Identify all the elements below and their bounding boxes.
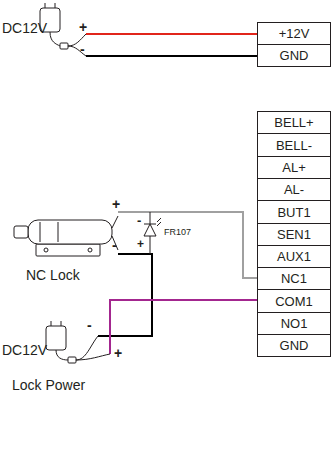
terminal-cell: GND — [257, 334, 331, 357]
wiring-label: - — [112, 238, 117, 252]
terminal-cell: BUT1 — [257, 200, 331, 224]
wiring-label: + — [79, 20, 87, 34]
terminal-name: AUX1 — [277, 250, 311, 263]
terminal-cell: AL- — [257, 178, 331, 201]
terminal-cell: NC1 — [257, 267, 331, 290]
wiring-label: + — [137, 238, 144, 250]
terminal-cell: BELL+ — [257, 111, 331, 134]
wiring-label: Lock Power — [12, 378, 85, 392]
terminal-cell: COM1 — [257, 289, 331, 313]
terminal-name: BELL+ — [274, 116, 313, 129]
terminal-cell: SEN1 — [257, 223, 331, 246]
terminal-name: COM1 — [275, 295, 313, 308]
terminal-name: AL+ — [282, 161, 306, 174]
terminal-name: AL- — [284, 183, 304, 196]
terminal-name: BUT1 — [277, 206, 310, 219]
terminal-name: SEN1 — [277, 228, 311, 241]
terminal-cell: +12V — [257, 22, 331, 45]
terminal-name: GND — [280, 339, 309, 352]
terminal-cell: BELL- — [257, 133, 331, 157]
wiring-label: + — [114, 346, 122, 360]
wiring-label: - — [80, 42, 85, 56]
wiring-label: + — [112, 197, 120, 211]
wiring-label: DC12V — [2, 343, 47, 357]
terminal-name: BELL- — [276, 139, 312, 152]
terminal-cell: NO1 — [257, 312, 331, 335]
terminal-name: GND — [280, 49, 309, 62]
terminal-name: +12V — [279, 27, 310, 40]
terminal-name: NO1 — [281, 317, 308, 330]
part-number: FR107 — [164, 228, 191, 237]
terminal-name: NC1 — [281, 272, 307, 285]
terminal-cell: GND — [257, 44, 331, 67]
wiring-label: - — [87, 318, 92, 332]
terminal-cell: AUX1 — [257, 245, 331, 268]
terminal-cell: AL+ — [257, 156, 331, 179]
wiring-label: NC Lock — [26, 268, 80, 282]
wiring-label: DC12V — [2, 21, 47, 35]
wiring-label: - — [137, 214, 141, 227]
